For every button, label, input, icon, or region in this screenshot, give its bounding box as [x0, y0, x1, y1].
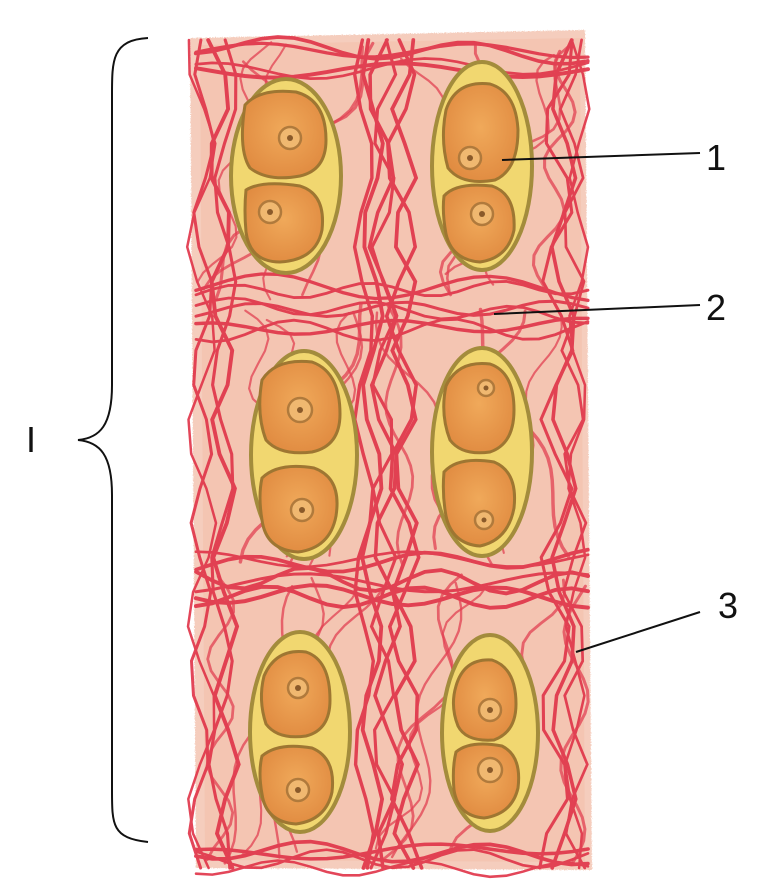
cell-group-middle-right: [432, 348, 532, 556]
group-label: I: [26, 419, 36, 460]
cell-group-bottom-left: [250, 632, 350, 832]
group-brace: [78, 38, 148, 842]
callout-label-1: 1: [706, 137, 726, 178]
callout-line-3: [576, 612, 700, 652]
cell-group-middle-left: [251, 351, 357, 559]
cell-group-top-left: [231, 79, 341, 273]
callout-label-3: 3: [718, 585, 738, 626]
cell-group-top-right: [432, 62, 532, 270]
cell-group-bottom-right: [442, 635, 538, 831]
callout-label-2: 2: [706, 287, 726, 328]
